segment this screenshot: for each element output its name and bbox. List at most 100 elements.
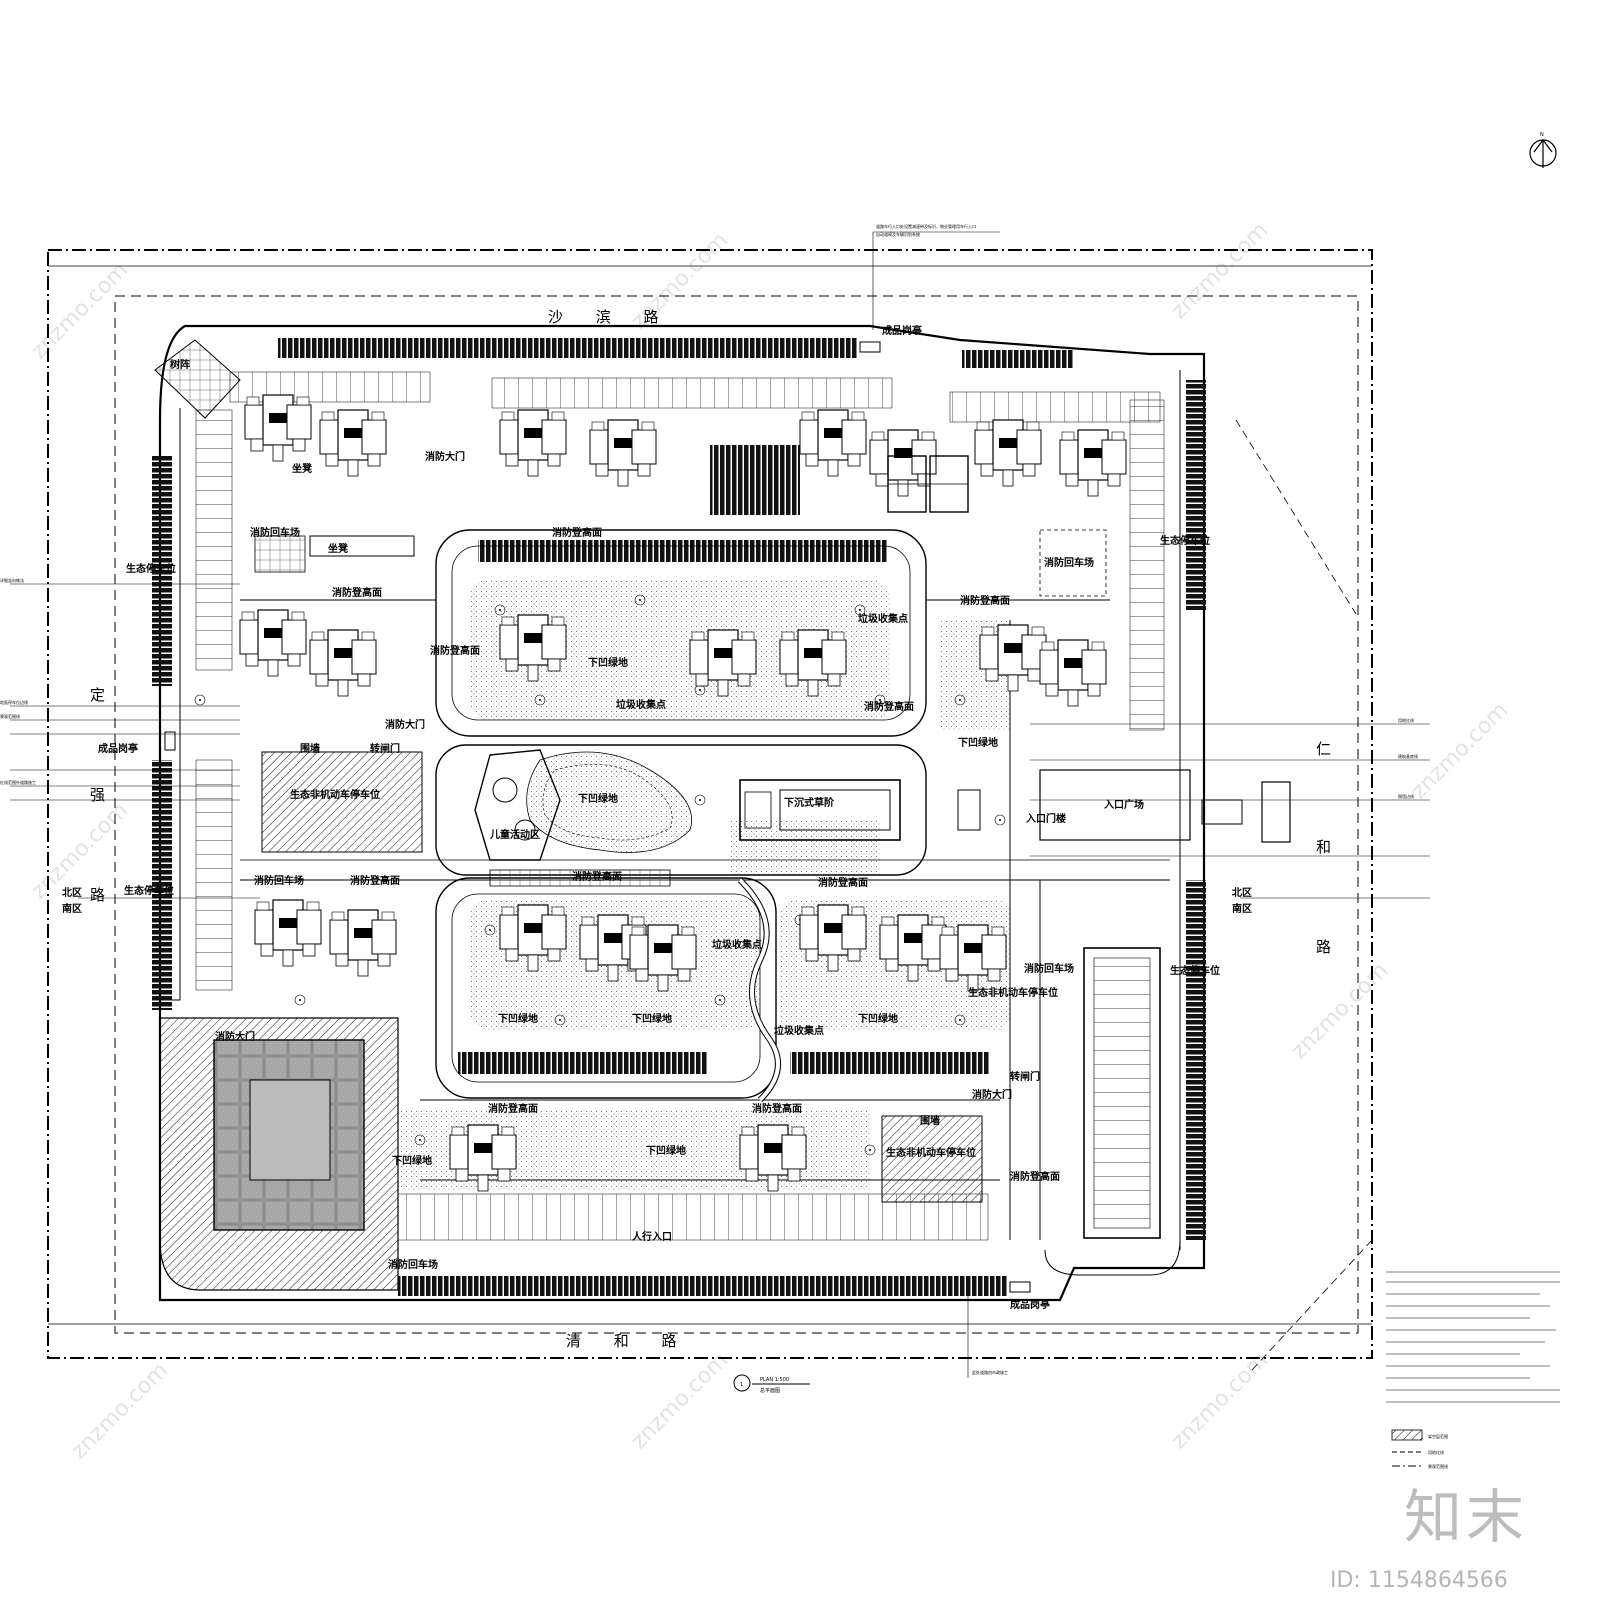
label-bike-parking: 生态非机动车停车位	[886, 1146, 976, 1159]
watermark-text: znzmo.com	[627, 1348, 733, 1454]
label-garbage: 垃圾收集点	[712, 938, 762, 951]
stalls-n3	[949, 391, 1161, 423]
scale-text: PLAN 1:500	[760, 1377, 789, 1383]
legend-text: 用地红线	[1428, 1449, 1444, 1455]
label-entrance-plaza: 入口广场	[1104, 798, 1144, 811]
sunken-lawn-box	[744, 791, 772, 829]
label-fire-gate: 消防大门	[425, 450, 465, 463]
site-outline	[158, 324, 1206, 1302]
label-guardhouse: 成品岗亭	[1010, 1298, 1050, 1311]
fire-turn-area	[1039, 529, 1107, 597]
guardhouse-icon	[1009, 1281, 1031, 1293]
leader-line	[872, 231, 1000, 330]
green-area	[730, 820, 880, 875]
legend-hatch-swatch	[1391, 1429, 1423, 1441]
label-south-zone: 南区	[1232, 902, 1252, 915]
label-fire-climb: 消防登高面	[332, 586, 382, 599]
watermark-text: znzmo.com	[1167, 218, 1273, 324]
label-fire-turn: 消防回车场	[250, 526, 300, 539]
leader-lines-left	[10, 583, 260, 899]
entrance-plaza-area	[1039, 769, 1191, 841]
entrance-gate-box	[1201, 799, 1243, 825]
legend: 架空层范围 用地红线 景观范围线	[1391, 1429, 1448, 1469]
watermark-text: znzmo.com	[1167, 1348, 1273, 1454]
road-edge	[1251, 1239, 1373, 1371]
road-east-label-3: 路	[1316, 938, 1331, 956]
label-fire-climb: 消防登高面	[818, 876, 868, 889]
label-entrance-gate: 入口门楼	[1026, 812, 1066, 825]
legend-text: 架空层范围	[1428, 1433, 1448, 1439]
label-garbage: 垃圾收集点	[858, 612, 908, 625]
guardhouse-icon	[164, 731, 176, 751]
annotation-text: 围墙边线	[1398, 793, 1414, 799]
winding-path-inner	[738, 878, 780, 1102]
parking-north	[278, 338, 858, 358]
annotation-text: 详细竖向做法	[0, 577, 24, 583]
label-fire-climb: 消防登高面	[752, 1102, 802, 1115]
parking-inner-n	[478, 540, 888, 562]
stalls-n2	[491, 377, 893, 409]
label-north-zone: 北区	[62, 886, 82, 899]
parking-east	[1186, 380, 1206, 610]
label-sunken-green: 下凹绿地	[646, 1144, 686, 1157]
play-element	[514, 819, 536, 841]
label-sunken-green: 下凹绿地	[392, 1154, 432, 1167]
bike-parking-area	[261, 751, 423, 853]
label-garbage: 垃圾收集点	[616, 698, 666, 711]
image-id: ID: 1154864566	[1330, 1568, 1508, 1593]
leader-lines-right	[1030, 723, 1430, 899]
label-north-zone: 北区	[1232, 886, 1252, 899]
label-fire-climb: 消防登高面	[572, 870, 622, 883]
play-element	[492, 777, 518, 803]
annotation-text: 建筑基底线	[1398, 753, 1418, 759]
sunken-lawn-area	[739, 779, 901, 841]
perimeter-drive	[1044, 1239, 1181, 1276]
guardhouse-icon	[859, 341, 881, 353]
legend-text: 景观范围线	[1428, 1463, 1448, 1469]
annotation-text: 地面停车位边线	[0, 699, 28, 705]
central-axis	[435, 744, 927, 876]
parking-east-2	[1186, 880, 1206, 1240]
label-fire-turn: 消防回车场	[1024, 962, 1074, 975]
annotation-text: 用地红线	[1398, 717, 1414, 723]
north-arrow-icon: N	[1529, 132, 1557, 168]
parking-south	[398, 1276, 1008, 1296]
label-sunken-green: 下凹绿地	[588, 656, 628, 669]
kids-play-area	[474, 749, 561, 861]
label-fire-turn: 消防回车场	[388, 1258, 438, 1271]
label-wall: 围墙	[300, 742, 320, 755]
bike-parking-area	[881, 1115, 983, 1203]
label-kids-play: 儿童活动区	[489, 828, 540, 841]
annotation-text: 景观范围线	[0, 713, 20, 719]
label-fire-climb: 消防登高面	[430, 644, 480, 657]
label-seat: 坐凳	[328, 542, 348, 555]
label-sunken-green: 下凹绿地	[578, 792, 618, 805]
label-seat: 坐凳	[292, 462, 312, 475]
label-arbor: 树阵	[170, 358, 190, 371]
general-notes	[1386, 1271, 1560, 1403]
label-guardhouse: 成品岗亭	[98, 742, 138, 755]
sw-building-court	[249, 1079, 331, 1181]
road-west-label-3: 路	[90, 886, 105, 904]
brand-logo: 知末	[1404, 1483, 1529, 1551]
parking-north-e	[962, 350, 1074, 368]
pergola	[489, 869, 671, 887]
label-fire-climb: 消防登高面	[960, 594, 1010, 607]
label-bike-parking: 生态非机动车停车位	[968, 986, 1058, 999]
label-fire-climb: 消防登高面	[350, 874, 400, 887]
label-fire-turn: 消防回车场	[254, 874, 304, 887]
label-fire-climb: 消防登高面	[552, 526, 602, 539]
road-south-label: 清 和 路	[566, 1332, 691, 1350]
label-sunken-green: 下凹绿地	[858, 1012, 898, 1025]
east-building-inner	[1093, 957, 1151, 1229]
label-ped-entrance: 人行入口	[632, 1230, 672, 1243]
parking-west-2	[152, 760, 172, 1010]
label-sunken-lawn: 下沉式草阶	[784, 796, 835, 809]
label-fire-gate: 消防大门	[972, 1088, 1012, 1101]
parking-inner-s	[458, 1052, 708, 1074]
road-west-label-2: 强	[90, 786, 105, 804]
stalls-n	[229, 371, 431, 403]
entrance-gate-box	[1261, 781, 1291, 843]
scale-title: 1 PLAN 1:500 总平面图	[733, 1374, 810, 1394]
